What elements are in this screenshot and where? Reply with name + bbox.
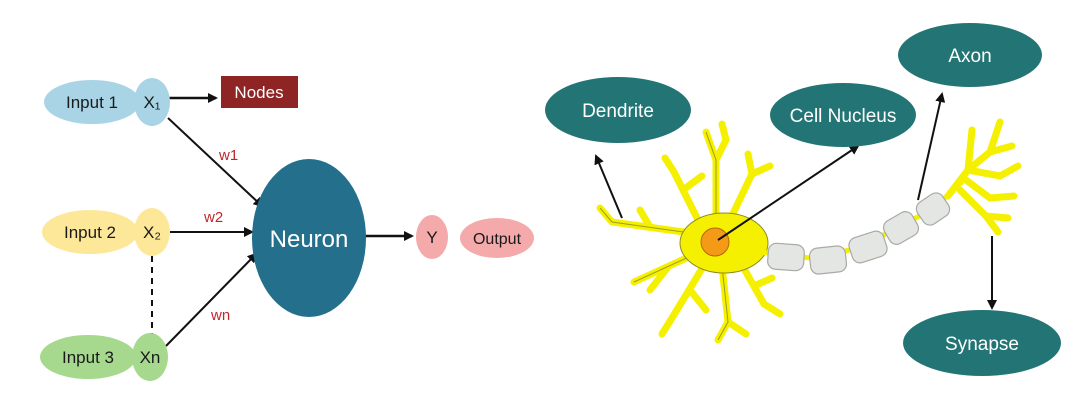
- x2-label: X₂: [143, 223, 161, 242]
- input-2-label: Input 2: [64, 223, 116, 242]
- nodes-box: [221, 76, 298, 108]
- artificial-neuron: Input 1 Input 2 Input 3 X₁ X₂ Xn Nodes w…: [40, 76, 534, 381]
- x1-node: [134, 78, 170, 126]
- weight-w1: w1: [218, 147, 238, 164]
- output-label: Output: [473, 231, 522, 248]
- arrow-xn-to-neuron: [165, 252, 258, 347]
- output-pill: [460, 218, 534, 258]
- y-label: Y: [426, 228, 437, 247]
- neuron-body: [252, 159, 366, 317]
- synapse-pill: [903, 310, 1061, 376]
- arrow-to-cell-nucleus: [717, 144, 860, 241]
- x2-node: [134, 208, 170, 256]
- dendrite-label: Dendrite: [582, 101, 654, 122]
- nodes-label: Nodes: [234, 83, 283, 102]
- cell-nucleus-label: Cell Nucleus: [790, 106, 897, 127]
- arrow-to-dendrite: [594, 154, 623, 219]
- input-1-pill: [44, 80, 140, 124]
- neuron-label: Neuron: [270, 226, 349, 253]
- input-2-pill: [42, 210, 138, 254]
- y-node: [416, 215, 448, 259]
- input-3-label: Input 3: [62, 348, 114, 367]
- xn-node: [132, 333, 168, 381]
- myelin-sheath: [767, 192, 951, 275]
- cell-nucleus-pill: [770, 83, 916, 147]
- synapse-label: Synapse: [945, 334, 1019, 355]
- biological-neuron: Dendrite Cell Nucleus Axon Synapse: [545, 23, 1061, 376]
- axon-terminal: [944, 118, 1022, 236]
- input-1-label: Input 1: [66, 93, 118, 112]
- input-3-pill: [40, 335, 136, 379]
- arrow-x1-to-neuron: [167, 117, 264, 208]
- arrow-to-axon: [917, 92, 946, 201]
- weight-wn: wn: [210, 307, 230, 324]
- dendrite-pill: [545, 77, 691, 143]
- weight-w2: w2: [203, 209, 223, 226]
- axon-label: Axon: [948, 46, 991, 67]
- cell-nucleus: [700, 227, 730, 257]
- x1-label: X₁: [143, 93, 160, 112]
- xn-label: Xn: [140, 348, 161, 367]
- axon-pill: [898, 23, 1042, 87]
